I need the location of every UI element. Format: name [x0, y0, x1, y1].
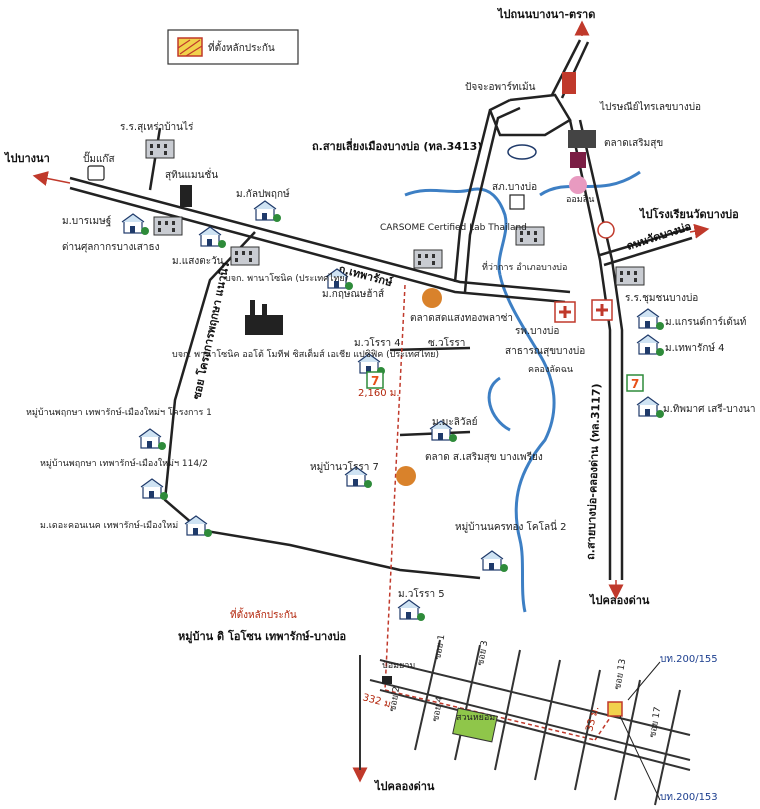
- dest-west: ไปบางนา: [3, 151, 50, 165]
- label-carsome: CARSOME Certified Lab Thailand: [380, 223, 527, 233]
- label-pump: ปั๊มแก๊ส: [83, 151, 115, 165]
- collateral-site-marker: [607, 701, 623, 717]
- label-panasonic2: บจก. พานาโซนิค ออโต้ โมทีฟ ซิสเต็มส์ เอเ…: [172, 347, 439, 360]
- label-market-sermsuk: ตลาดเสริมสุข: [604, 138, 663, 149]
- label-school-chumchon: ร.ร.ชุมชนบางบ่อ: [625, 293, 698, 304]
- svg-text:7: 7: [631, 377, 639, 391]
- label-sangtawan: ม.แสงตะวัน: [172, 256, 224, 267]
- market-icon: [422, 288, 442, 308]
- guard-post-icon: [382, 676, 392, 684]
- label-prueksa1: หมู่บ้านพฤกษา เทพารักษ์-เมืองใหม่ฯ โครงก…: [26, 406, 212, 418]
- school-icon: [597, 221, 615, 239]
- label-guard: ป้อมยาม: [382, 660, 415, 671]
- label-panasonic1: บจก. พานาโซนิค (ประเทศไทย): [225, 273, 348, 284]
- parking-icon: [509, 194, 525, 210]
- label-marisa: ม.มะลิวัลย์: [432, 416, 477, 428]
- label-krisana: ม.กฤษณษฮ้าส์: [322, 288, 384, 300]
- factory-icon: [245, 300, 283, 335]
- label-shutin: สุทินแมนชั่น: [165, 167, 218, 181]
- tower-icon: [180, 185, 192, 207]
- post-office-icon: [507, 144, 537, 160]
- dest-south-bottom: ไปคลองด่าน: [373, 779, 435, 793]
- label-district: ที่ว่าการ อำเภอบางบ่อ: [482, 260, 567, 273]
- label-school-sukrao: ร.ร.สุเหร่าบ้านไร่: [120, 121, 194, 133]
- label-park: สวนหย่อม: [456, 713, 495, 723]
- label-theparak4: ม.เทพารักษ์ 4: [665, 342, 725, 354]
- label-grand-estate: ม.แกรนด์การ์เด้นท์: [665, 316, 746, 328]
- label-nakorntong: หมู่บ้านนครทอง โคโลนี่ 2: [455, 519, 566, 533]
- plot-1: บท.200/155: [660, 654, 718, 665]
- label-thipmat: ม.ทิพมาศ เสรี-บางนา: [663, 403, 756, 415]
- dest-north: ไปถนนบางนา-ตราด: [496, 7, 595, 21]
- label-collateral-site: ที่ตั้งหลักประกัน: [230, 607, 297, 621]
- soi-17: ซอย 17: [648, 706, 663, 738]
- label-prueksa2: หมู่บ้านพฤกษา เทพารักษ์-เมืองใหม่ฯ 114/2: [40, 457, 208, 469]
- road-khlong-lat: คลองลัดฉน: [528, 365, 573, 375]
- soi-13: ซอย 13: [613, 658, 628, 690]
- legend-box: ที่ตั้งหลักประกัน: [167, 29, 299, 65]
- road-bypass: ถ.สายเลี่ยงเมืองบางบ่อ (ทล.3413): [312, 138, 482, 153]
- apartment-icon: [562, 72, 576, 94]
- road-varasa: ซ.วโรรา: [428, 336, 465, 349]
- legend-label: ที่ตั้งหลักประกัน: [208, 40, 275, 54]
- label-kanlapa: ม.กัลปพฤกษ์: [236, 188, 290, 200]
- soi-4: ซอย 4: [431, 696, 445, 723]
- plot-2: บท.200/153: [660, 792, 718, 803]
- soi-2: ซอย 2: [388, 686, 402, 713]
- hospital-icon: [554, 299, 613, 323]
- plot-leader-lines: [619, 661, 661, 801]
- label-gsb: ออมสิน: [566, 194, 594, 205]
- label-decoration: ม.เดอะคอนเนค เทพารักษ์-เมืองใหม่: [40, 519, 178, 531]
- rivers: [404, 170, 641, 613]
- label-village-target: หมู่บ้าน ดิ โอโซน เทพารักษ์-บางบ่อ: [178, 629, 346, 644]
- park-area: [452, 707, 498, 743]
- road-3117: ถ.สายบางบ่อ-คลองด่าน (ทล.3117): [584, 383, 603, 560]
- gsb-icon: [569, 176, 587, 194]
- label-varasa5: ม.วโรรา 5: [398, 587, 445, 600]
- seven-eleven-icon: 7 7: [366, 371, 644, 392]
- market-sermsuk-icon: [568, 130, 596, 148]
- label-market-plaza: ตลาดสดแสงทองพลาซ่า: [410, 313, 513, 324]
- label-market-bangprieng: ตลาด ส.เสริมสุข บางเพรียง: [425, 451, 543, 463]
- label-health: สาธารณสุขบางบ่อ: [505, 346, 585, 357]
- distance-1: 2,160 ม.: [358, 388, 400, 399]
- label-customs: ด่านศุลกากรบางเสาธง: [62, 242, 160, 253]
- dest-south-right: ไปคลองด่าน: [588, 593, 650, 607]
- label-hospital: รพ.บางบ่อ: [515, 326, 559, 337]
- market-icon-2: [396, 466, 416, 486]
- fuel-pump-icon: [87, 165, 105, 181]
- label-post: ไปรษณีย์ไทรเลขบางบ่อ: [599, 101, 701, 113]
- soi-1: ซอย 1: [433, 634, 447, 661]
- dest-east: ไปโรงเรียนวัดบางบ่อ: [638, 207, 739, 221]
- svg-text:7: 7: [371, 374, 379, 388]
- label-police: สภ.บางบ่อ: [492, 182, 537, 193]
- soi-3: ซอย 3: [476, 640, 490, 667]
- label-baramee: ม.บารเมษฐ์: [62, 215, 111, 227]
- label-varasa4: ม.วโรรา 4: [354, 336, 401, 349]
- label-pjj: ปัจจะอพาร์ทเม้น: [465, 81, 536, 93]
- bank-icon: [570, 152, 586, 168]
- village-grid: [359, 639, 691, 806]
- label-varasa7: หมู่บ้านวโรรา 7: [310, 460, 379, 473]
